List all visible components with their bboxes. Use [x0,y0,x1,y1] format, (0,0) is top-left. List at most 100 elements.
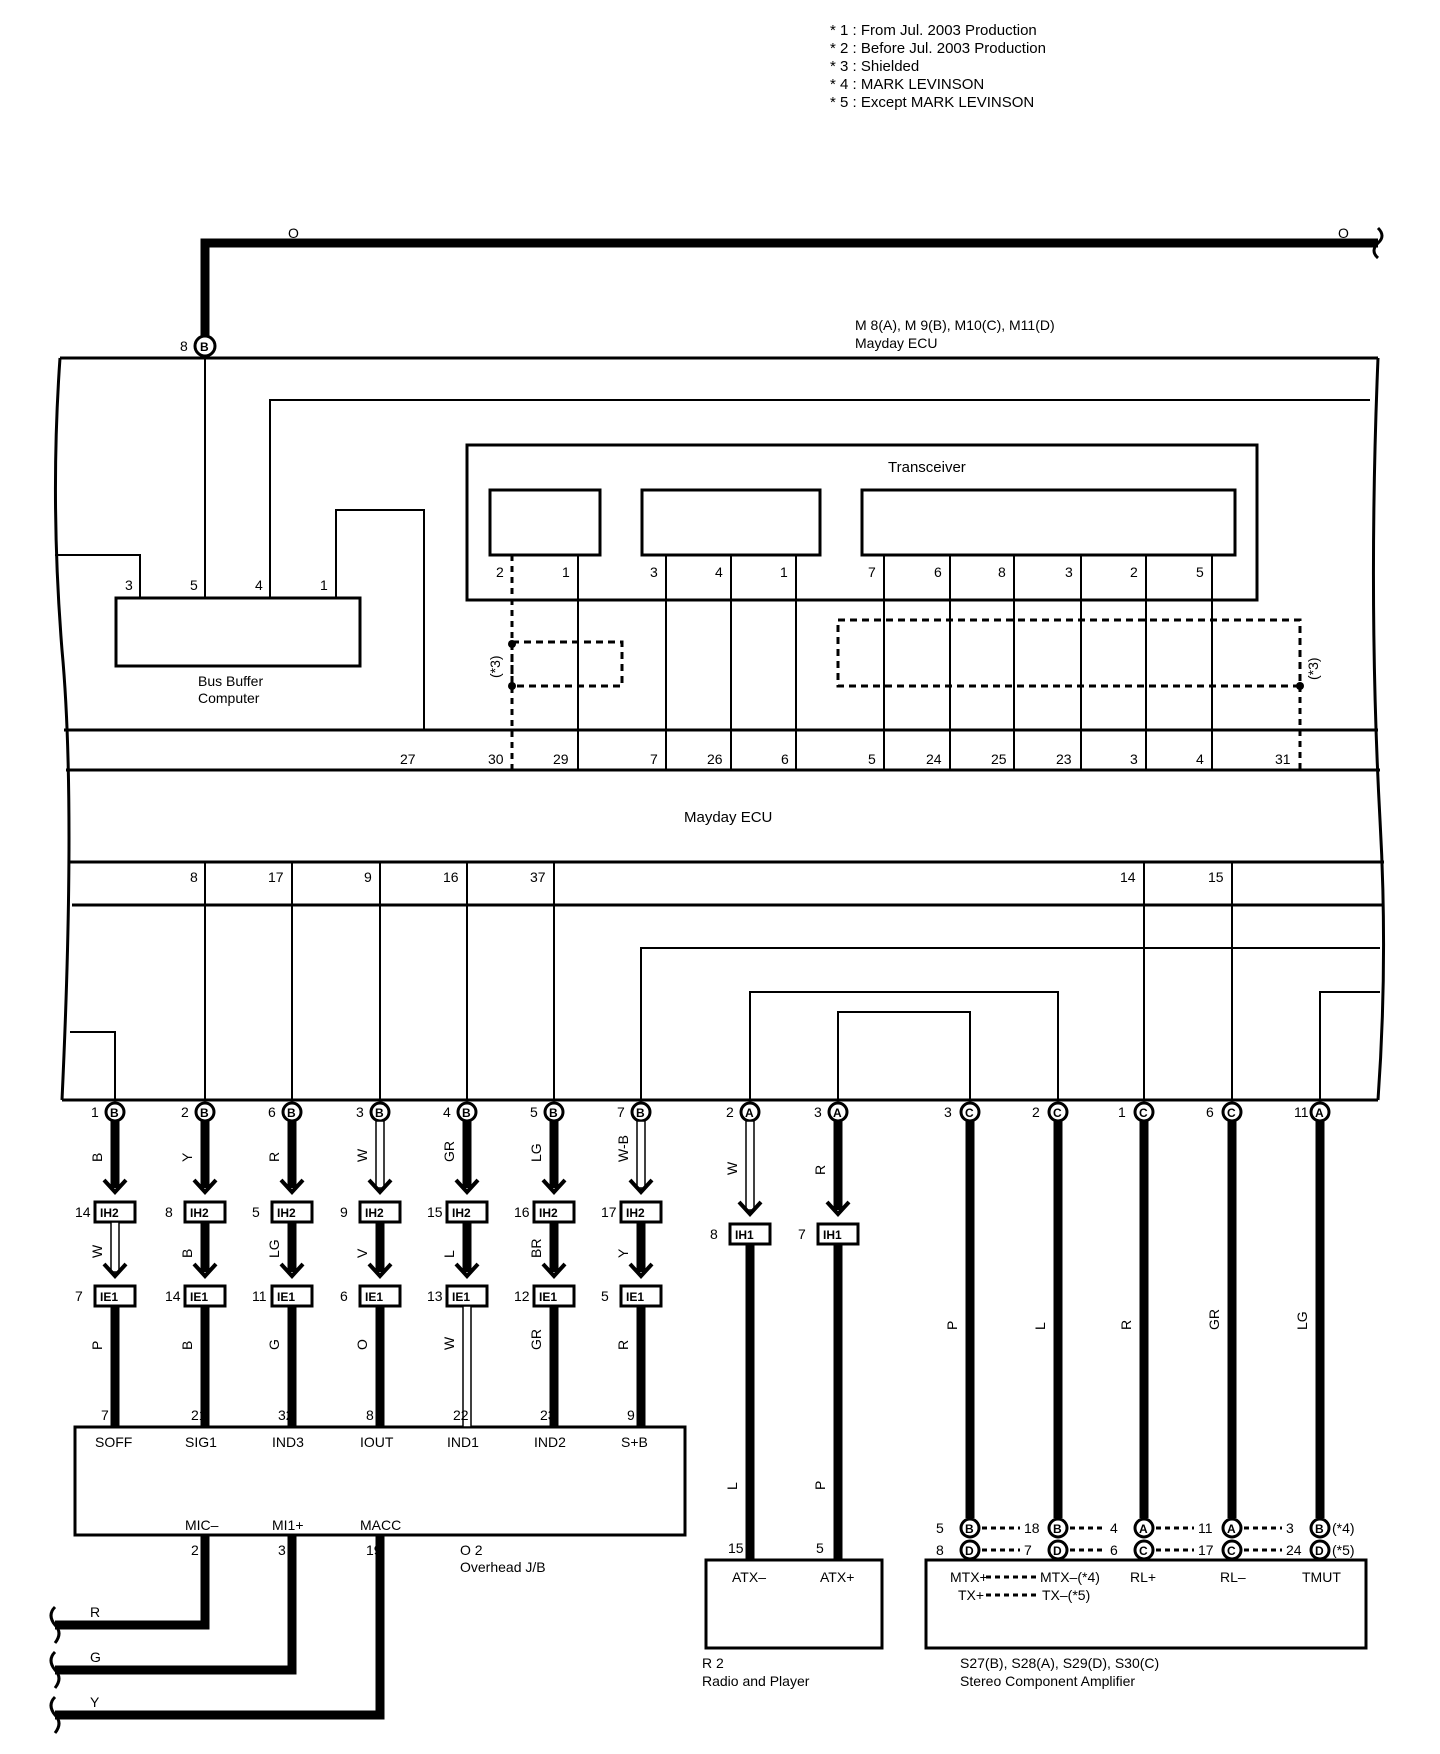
tr-pin: 7 [868,564,876,580]
amp-code: S27(B), S28(A), S29(D), S30(C) [960,1655,1159,1671]
ecu-pin: 37 [530,869,546,885]
amp-bot-conn-ring [1047,1539,1069,1561]
overhead-terminal: IND2 [534,1434,566,1450]
junction-ih2-label: IH2 [100,1206,119,1220]
wire-color: L [1032,1322,1048,1330]
ecu-bands [64,728,1384,907]
overhead-mic-terminal: MACC [360,1517,401,1533]
ecu-b-pin: 6 [268,1104,276,1120]
arrow-down [628,1262,654,1279]
ecu-b-conn-letter: B [287,1106,296,1120]
wire-thin [110,1221,120,1273]
arrow-down [102,1178,128,1195]
tr-pin: 1 [562,564,570,580]
arrow-down [737,1200,763,1217]
ecu-pin: 26 [707,751,723,767]
wire-color: R [812,1165,828,1175]
ecu-c-pin: 1 [1118,1104,1126,1120]
shield-label-left: (*3) [487,655,503,678]
radio-pin: 15 [728,1540,744,1556]
amp-bot-conn-letter: D [1315,1544,1324,1558]
mic-wire [55,1535,385,1720]
ecu-upper-pins: 27 30 29 7 26 6 5 24 25 23 3 4 31 [400,751,1291,767]
junction-ie1-label: IE1 [100,1290,118,1304]
overhead-pin: 21 [191,1407,207,1423]
tr-pin: 1 [780,564,788,580]
bb-pin: 1 [320,577,328,593]
wire-color: G [266,1339,282,1350]
amp-bot-pin: 17 [1198,1542,1214,1558]
junction-ih2-label: IH2 [539,1206,558,1220]
overhead-pin: 9 [627,1407,635,1423]
amp-top-conn-letter: B [965,1522,974,1536]
wire-color: O [354,1339,370,1350]
arrow-down [367,1262,393,1279]
ecu-a-pin: 2 [726,1104,734,1120]
ecu-b-pin: 4 [443,1104,451,1120]
junction-ie1-pin: 12 [514,1288,530,1304]
amp-top-pin: 18 [1024,1520,1040,1536]
ecu-pin: 27 [400,751,416,767]
overhead-terminal: SIG1 [185,1434,217,1450]
wire-break [49,1695,61,1734]
junction-ih2-label: IH2 [365,1206,384,1220]
ecu-b-conn-letter: B [200,1106,209,1120]
overhead-name: Overhead J/B [460,1559,546,1575]
amp-bot-conn-ring [1309,1539,1331,1561]
footnote-5: * 5 : Except MARK LEVINSON [830,94,1035,111]
arrow-down [367,1178,393,1195]
radio-code: R 2 [702,1655,724,1671]
overhead-terminal: SOFF [95,1434,132,1450]
amp-label: RL+ [1130,1569,1156,1585]
amp-top-conn-letter: B [1053,1522,1062,1536]
wire-color: P [812,1481,828,1490]
amp-label: RL– [1220,1569,1246,1585]
junction-ie1-pin: 7 [75,1288,83,1304]
mayday-connectors: M 8(A), M 9(B), M10(C), M11(D) [855,317,1055,333]
junction-ih2-pin: 9 [340,1204,348,1220]
ecu-b-conn-letter: B [375,1106,384,1120]
amp-label: MTX+ [950,1569,988,1585]
junction-ie1-label: IE1 [539,1290,557,1304]
wire-color: L [724,1482,740,1490]
junction-ie1-pin: 11 [252,1288,267,1304]
junction-ih2-label: IH2 [452,1206,471,1220]
junction-ih2-pin: 8 [165,1204,173,1220]
ecu-c-conn-letter: C [1053,1106,1062,1120]
top-connector-letter: B [200,340,209,354]
wire-thin [375,1120,385,1189]
junction-ih2-pin: 17 [601,1204,617,1220]
amp-top-conn-letter: A [1139,1522,1148,1536]
arrow-down [279,1178,305,1195]
ecu-a-conn-letter: A [833,1106,842,1120]
ecu-c-pin: 3 [944,1104,952,1120]
ecu-b-pin: 5 [530,1104,538,1120]
wire-thin [462,1305,472,1428]
wire-break [49,1650,61,1689]
ecu-c-pin: 6 [1206,1104,1214,1120]
overhead-pin: 22 [453,1407,469,1423]
junction-ih2-pin: 5 [252,1204,260,1220]
bus-buffer-label-1: Bus Buffer [198,673,263,689]
wire-color: R [1118,1320,1134,1330]
ecu-pin: 24 [926,751,942,767]
wire-color: W [354,1148,370,1162]
wire-color: W-B [615,1135,631,1162]
amp-top-conn-letter: B [1315,1522,1324,1536]
ecu-pin: 25 [991,751,1007,767]
ecu-pin: 14 [1120,869,1136,885]
shield-label-right: (*3) [1305,657,1321,680]
arrow-down [541,1262,567,1279]
wire-color: GR [528,1329,544,1350]
arrow-down [454,1262,480,1279]
junction-ie1-pin: 5 [601,1288,609,1304]
ecu-b-pin: 7 [617,1104,625,1120]
ecu-a-conn-letter: A [745,1106,754,1120]
junction-ih2-label: IH2 [626,1206,645,1220]
amp-label: TMUT [1302,1569,1341,1585]
amp-bot-pin: 24 [1286,1542,1302,1558]
stereo-amplifier: MTX+ MTX–(*4) TX+ TX–(*5) RL+ RL– TMUT S… [924,1558,1368,1689]
ecu-pin: 3 [1130,751,1138,767]
wire-thin [636,1120,646,1189]
top-connector-pin: 8 [180,338,188,354]
